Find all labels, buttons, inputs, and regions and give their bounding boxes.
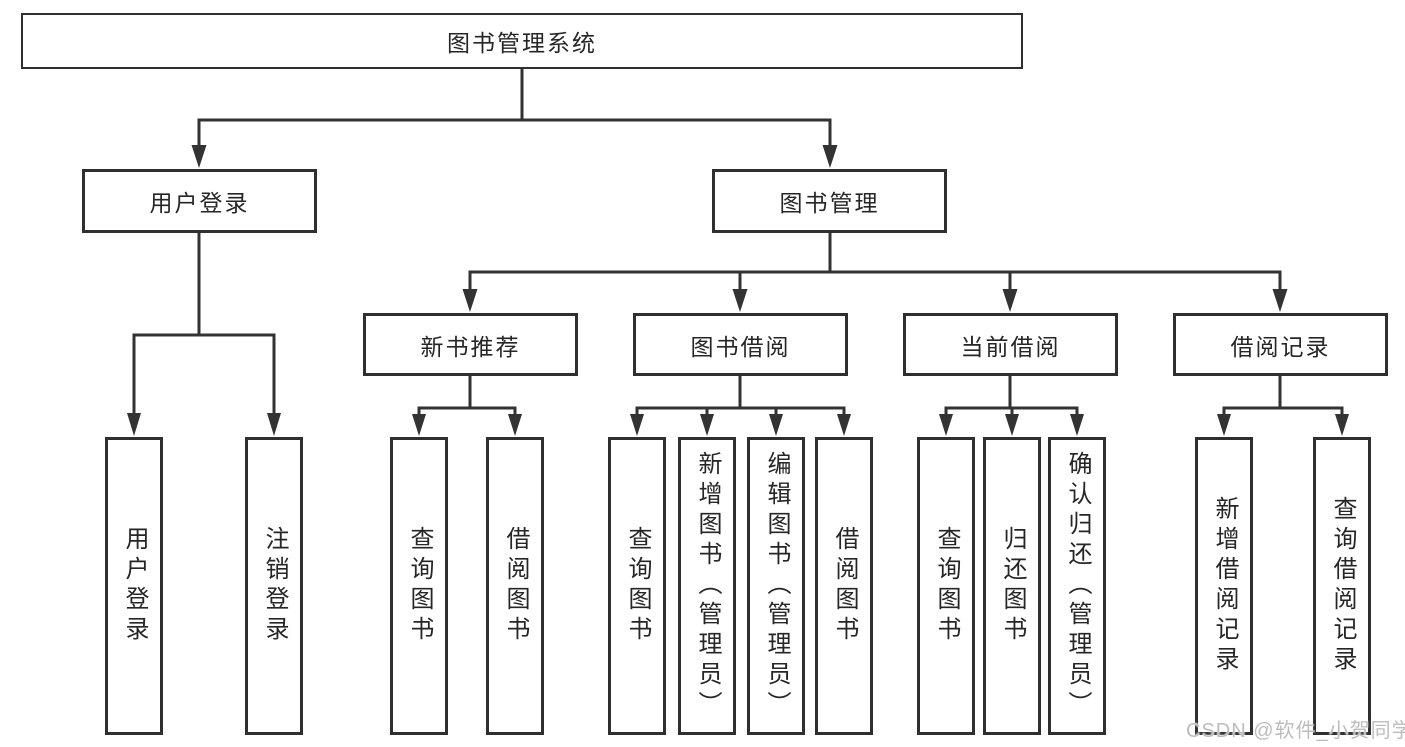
- arrowhead-icon: [412, 414, 426, 436]
- leaf-query-borrow-record-label: 查询借阅记录: [1329, 496, 1356, 676]
- leaf-query-books-current: 查询图书: [917, 437, 975, 735]
- arrowhead-icon: [1335, 414, 1349, 436]
- leaf-borrow-books-recommend: 借阅图书: [486, 437, 544, 735]
- csdn-watermark: CSDN @软件_小贺同学: [1186, 720, 1405, 742]
- node-new-book-recommend-label: 新书推荐: [420, 333, 521, 360]
- arrowhead-icon: [508, 414, 522, 436]
- node-borrow-records: 借阅记录: [1173, 313, 1388, 376]
- node-current-borrow-label: 当前借阅: [960, 333, 1061, 360]
- arrowhead-icon: [1217, 414, 1231, 436]
- leaf-add-borrow-record: 新增借阅记录: [1195, 437, 1253, 735]
- arrowhead-icon: [939, 414, 953, 436]
- leaf-query-borrow-record: 查询借阅记录: [1313, 437, 1371, 735]
- arrowhead-icon: [191, 145, 207, 168]
- leaf-query-books-recommend-label: 查询图书: [406, 526, 433, 646]
- leaf-user-login-label: 用户登录: [121, 526, 148, 646]
- leaf-return-book-label: 归还图书: [999, 526, 1026, 646]
- node-book-management-label: 图书管理: [779, 190, 880, 216]
- leaf-logout-label: 注销登录: [261, 526, 288, 646]
- node-root: 图书管理系统: [21, 13, 1023, 69]
- arrowhead-icon: [1070, 414, 1084, 436]
- arrowhead-icon: [732, 289, 748, 312]
- leaf-borrow-books-recommend-label: 借阅图书: [502, 526, 529, 646]
- arrowhead-icon: [769, 414, 783, 436]
- arrowhead-icon: [267, 413, 281, 436]
- arrowhead-icon: [630, 414, 644, 436]
- leaf-confirm-return-admin: 确认归还（管理员）: [1048, 437, 1106, 735]
- leaf-edit-book-admin: 编辑图书（管理员）: [747, 437, 805, 735]
- arrowhead-icon: [1005, 414, 1019, 436]
- node-current-borrow: 当前借阅: [903, 313, 1118, 376]
- node-root-label: 图书管理系统: [447, 30, 597, 56]
- leaf-confirm-return-admin-label: 确认归还（管理员）: [1064, 451, 1091, 721]
- node-book-borrow-label: 图书借阅: [690, 333, 791, 360]
- node-user-login: 用户登录: [82, 169, 317, 233]
- leaf-user-login: 用户登录: [105, 437, 163, 735]
- arrowhead-icon: [822, 145, 838, 168]
- leaf-borrow-books: 借阅图书: [815, 437, 873, 735]
- arrowhead-icon: [462, 289, 478, 312]
- leaf-query-books-borrow-label: 查询图书: [624, 526, 651, 646]
- leaf-query-books-borrow: 查询图书: [608, 437, 666, 735]
- leaf-add-book-admin: 新增图书（管理员）: [678, 437, 736, 735]
- arrowhead-icon: [700, 414, 714, 436]
- node-book-borrow: 图书借阅: [633, 313, 848, 376]
- arrowhead-icon: [127, 413, 141, 436]
- leaf-logout: 注销登录: [245, 437, 303, 735]
- node-borrow-records-label: 借阅记录: [1230, 333, 1331, 360]
- arrowhead-icon: [1002, 289, 1018, 312]
- node-book-management: 图书管理: [712, 169, 947, 233]
- arrowhead-icon: [1272, 289, 1288, 312]
- leaf-query-books-current-label: 查询图书: [933, 526, 960, 646]
- leaf-add-book-admin-label: 新增图书（管理员）: [694, 451, 721, 721]
- leaf-edit-book-admin-label: 编辑图书（管理员）: [763, 451, 790, 721]
- leaf-borrow-books-label: 借阅图书: [831, 526, 858, 646]
- node-new-book-recommend: 新书推荐: [363, 313, 578, 376]
- node-user-login-label: 用户登录: [149, 190, 250, 216]
- leaf-add-borrow-record-label: 新增借阅记录: [1211, 496, 1238, 676]
- leaf-return-book: 归还图书: [983, 437, 1041, 735]
- arrowhead-icon: [837, 414, 851, 436]
- leaf-query-books-recommend: 查询图书: [390, 437, 448, 735]
